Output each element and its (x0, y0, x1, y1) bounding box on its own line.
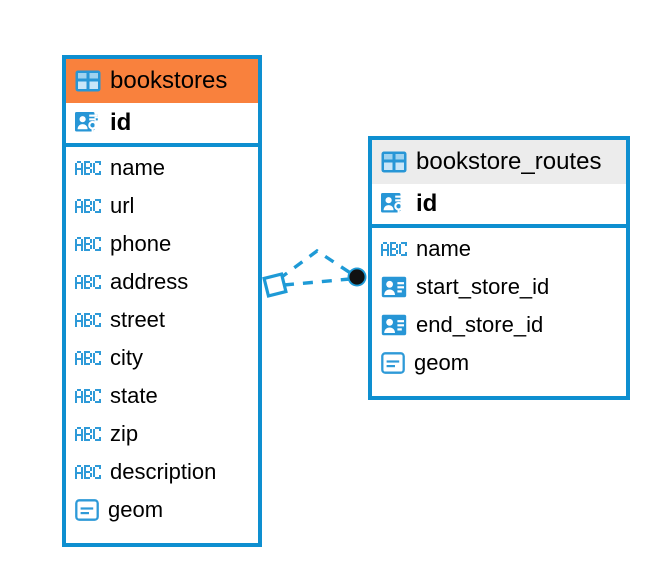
abc-text-icon (75, 275, 101, 289)
field-label: geom (108, 497, 164, 522)
field-row-zip[interactable]: zip (66, 415, 258, 453)
abc-text-icon (75, 427, 101, 441)
field-row-city[interactable]: city (66, 339, 258, 377)
entity-title: bookstore_routes (416, 148, 602, 175)
entity-bookstores[interactable]: bookstores id (62, 55, 262, 547)
field-row-address[interactable]: address (66, 263, 258, 301)
field-label: description (110, 459, 217, 484)
field-label: state (110, 383, 158, 408)
abc-text-icon (75, 199, 101, 213)
field-row-street[interactable]: street (66, 301, 258, 339)
field-row-name[interactable]: name (66, 149, 258, 187)
field-row-geom[interactable]: geom (66, 491, 258, 529)
field-row-state[interactable]: state (66, 377, 258, 415)
primary-key-row[interactable]: id (66, 103, 258, 147)
abc-text-icon (75, 237, 101, 251)
entity-title: bookstores (110, 67, 228, 94)
entity-header-bookstores[interactable]: bookstores (66, 59, 258, 103)
relationship-line-straight (283, 277, 351, 287)
field-row-start-store-id[interactable]: start_store_id (372, 268, 626, 306)
primary-key-icon (75, 110, 101, 136)
field-list: name start_store_id (372, 228, 626, 385)
abc-text-icon (75, 313, 101, 327)
primary-key-icon (381, 191, 407, 217)
geometry-icon (75, 499, 99, 521)
abc-text-icon (381, 242, 407, 256)
field-row-name[interactable]: name (372, 230, 626, 268)
entity-header-bookstore-routes[interactable]: bookstore_routes (372, 140, 626, 184)
field-label: zip (110, 421, 139, 446)
field-label: end_store_id (416, 312, 544, 337)
field-list: name (66, 147, 258, 532)
abc-text-icon (75, 351, 101, 365)
relationship-line-arched (277, 248, 353, 281)
foreign-key-icon (381, 276, 407, 298)
foreign-key-icon (381, 314, 407, 336)
field-label: phone (110, 231, 172, 256)
filled-circle-marker (347, 267, 367, 287)
table-icon (75, 70, 101, 92)
field-label: id (416, 190, 438, 217)
field-row-end-store-id[interactable]: end_store_id (372, 306, 626, 344)
abc-text-icon (75, 389, 101, 403)
field-label: city (110, 345, 143, 370)
field-row-description[interactable]: description (66, 453, 258, 491)
diamond-marker (262, 272, 288, 298)
field-row-url[interactable]: url (66, 187, 258, 225)
abc-text-icon (75, 161, 101, 175)
primary-key-row[interactable]: id (372, 184, 626, 228)
geometry-icon (381, 352, 405, 374)
field-label: url (110, 193, 135, 218)
field-label: geom (414, 350, 470, 375)
field-label: address (110, 269, 189, 294)
abc-text-icon (75, 465, 101, 479)
table-icon (381, 151, 407, 173)
field-row-geom[interactable]: geom (372, 344, 626, 382)
field-label: id (110, 109, 132, 136)
field-label: name (110, 155, 166, 180)
entity-bookstore-routes[interactable]: bookstore_routes id (368, 136, 630, 400)
field-label: street (110, 307, 166, 332)
field-label: name (416, 236, 472, 261)
field-label: start_store_id (416, 274, 550, 299)
field-row-phone[interactable]: phone (66, 225, 258, 263)
